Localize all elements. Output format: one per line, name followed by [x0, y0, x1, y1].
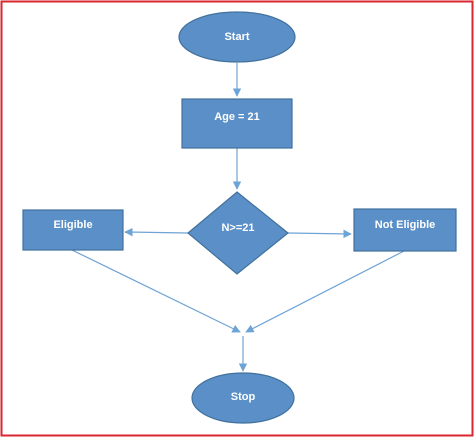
process-label: Age = 21 [214, 111, 260, 123]
connector-not-eligible-to-merge [245, 250, 405, 333]
eligible-box: Eligible [22, 209, 124, 251]
start-label: Start [224, 31, 249, 43]
connector-decision-to-eligible [124, 227, 189, 237]
not-eligible-label: Not Eligible [375, 219, 436, 231]
decision-label: N>=21 [221, 222, 254, 234]
stop-label: Stop [231, 391, 256, 403]
eligible-label: Eligible [53, 219, 92, 231]
stop-terminator: Stop [191, 372, 295, 424]
process-box: Age = 21 [181, 98, 293, 149]
decision-diamond: N>=21 [187, 191, 289, 275]
connector-decision-to-not-eligible [287, 229, 352, 239]
connector-eligible-to-merge [71, 249, 241, 333]
start-terminator: Start [178, 11, 296, 63]
not-eligible-box: Not Eligible [353, 208, 457, 252]
